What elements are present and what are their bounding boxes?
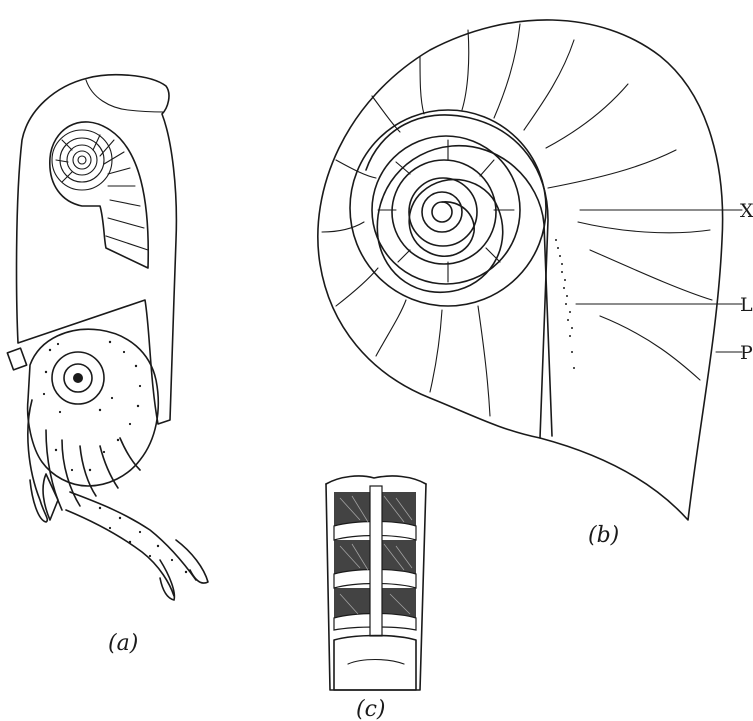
pointer-label-x: X — [740, 200, 753, 222]
panel-c-drawing — [326, 476, 426, 690]
panel-a-drawing — [7, 75, 208, 600]
panel-b-drawing — [318, 20, 742, 520]
pointer-label-l: L — [740, 294, 753, 316]
panel-c-label: (c) — [356, 697, 386, 721]
panel-a-label: (a) — [108, 631, 138, 656]
pointer-label-p: P — [740, 342, 753, 364]
panel-b-label: (b) — [588, 523, 619, 548]
